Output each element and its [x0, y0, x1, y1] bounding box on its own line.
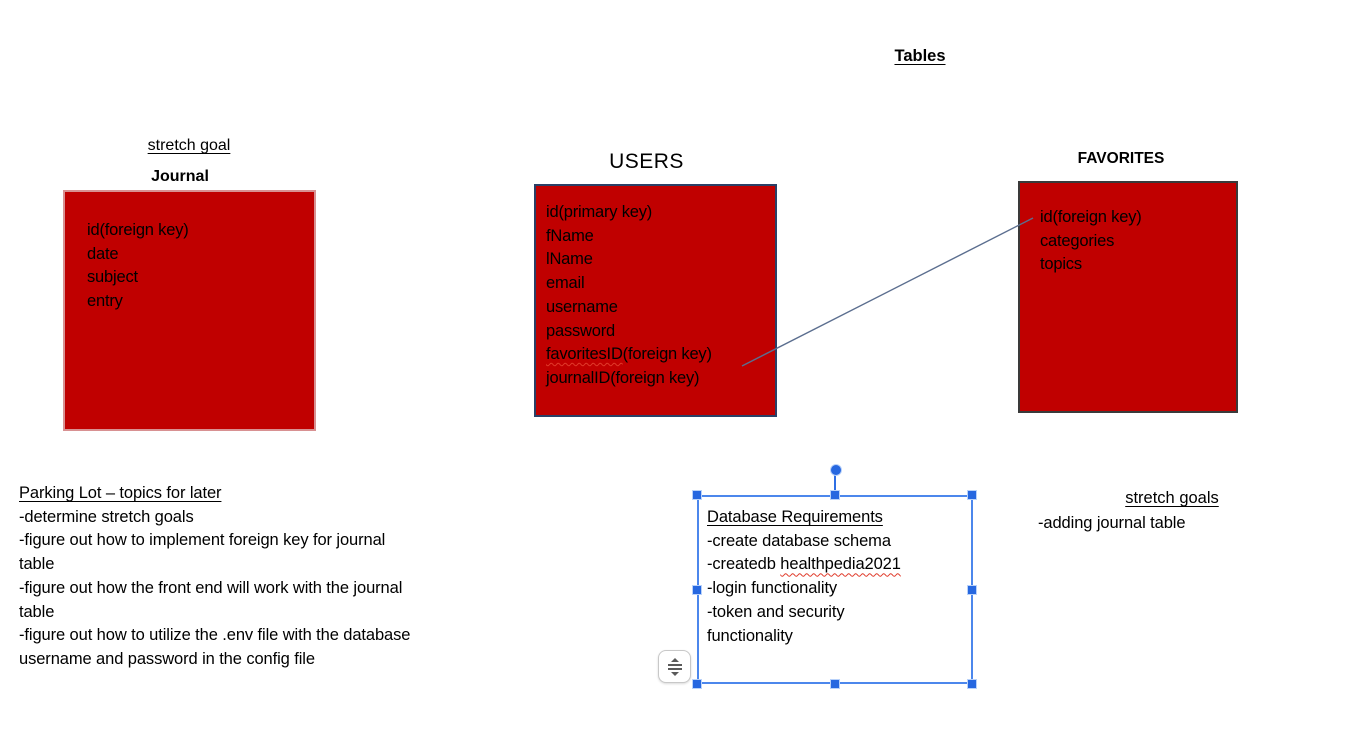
journal-table-shape[interactable]: id(foreign key) date subject entry [63, 190, 316, 431]
parking-lot-heading: Parking Lot – topics for later [19, 484, 222, 502]
db-requirements-textbox[interactable]: Database Requirements -create database s… [707, 506, 947, 648]
favorites-title[interactable]: FAVORITES [1077, 150, 1165, 167]
db-requirements-item: -createdb healthpedia2021 [707, 555, 901, 574]
parking-lot-item: -figure out how the front end will work … [19, 578, 403, 621]
favorites-field: topics [1040, 255, 1082, 274]
selection-outline[interactable] [697, 495, 973, 684]
selection-handle-bottom-middle[interactable] [830, 679, 840, 689]
users-table-shape[interactable]: id(primary key) fName lName email userna… [534, 184, 777, 417]
journal-title[interactable]: Journal [151, 168, 209, 185]
rotation-stem [834, 474, 836, 495]
selection-handle-middle-right[interactable] [967, 585, 977, 595]
favorites-field: categories [1040, 231, 1115, 250]
journal-stretch-goal-label[interactable]: stretch goal [147, 137, 231, 154]
autofit-options-button[interactable] [658, 650, 691, 683]
users-title[interactable]: USERS [609, 150, 684, 173]
favorites-field: id(foreign key) [1040, 208, 1142, 226]
selection-handle-top-left[interactable] [692, 490, 702, 500]
users-field: id(primary key) [546, 203, 653, 221]
db-requirements-heading: Database Requirements [707, 508, 883, 526]
users-field: lName [546, 250, 593, 269]
db-requirements-item: -token and security functionality [707, 602, 845, 645]
autofit-icon [667, 657, 682, 676]
selection-handle-top-middle[interactable] [830, 490, 840, 500]
misspelled-word: healthpedia2021 [780, 555, 901, 574]
journal-field: date [87, 244, 119, 263]
parking-lot-textbox[interactable]: Parking Lot – topics for later -determin… [19, 482, 417, 672]
users-field-favoritesid: favoritesID(foreign key) [546, 345, 712, 364]
journal-field: id(foreign key) [87, 221, 189, 239]
parking-lot-item: -determine stretch goals [19, 507, 194, 526]
journal-field: subject [87, 268, 138, 287]
stretch-goals-right-item[interactable]: -adding journal table [1038, 514, 1186, 532]
selection-handle-top-right[interactable] [967, 490, 977, 500]
slide-heading[interactable]: Tables [894, 47, 946, 65]
rotation-handle[interactable] [830, 464, 842, 476]
journal-field: entry [87, 292, 123, 311]
parking-lot-item: -figure out how to utilize the .env file… [19, 626, 411, 668]
users-field: email [546, 274, 585, 293]
parking-lot-item: -figure out how to implement foreign key… [19, 531, 386, 574]
users-favorites-connector-line[interactable] [741, 217, 1034, 367]
db-requirements-item: -login functionality [707, 579, 838, 598]
users-field: fName [546, 226, 594, 245]
stretch-goals-right-heading[interactable]: stretch goals [1125, 489, 1219, 507]
users-field: password [546, 321, 616, 340]
users-field: username [546, 297, 618, 316]
db-requirements-item: -create database schema [707, 531, 891, 550]
misspelled-word: favoritesID [546, 345, 623, 364]
users-field: journalID(foreign key) [546, 368, 700, 387]
selection-handle-bottom-left[interactable] [692, 679, 702, 689]
selection-handle-middle-left[interactable] [692, 585, 702, 595]
favorites-table-shape[interactable]: id(foreign key) categories topics [1018, 181, 1238, 413]
selection-handle-bottom-right[interactable] [967, 679, 977, 689]
